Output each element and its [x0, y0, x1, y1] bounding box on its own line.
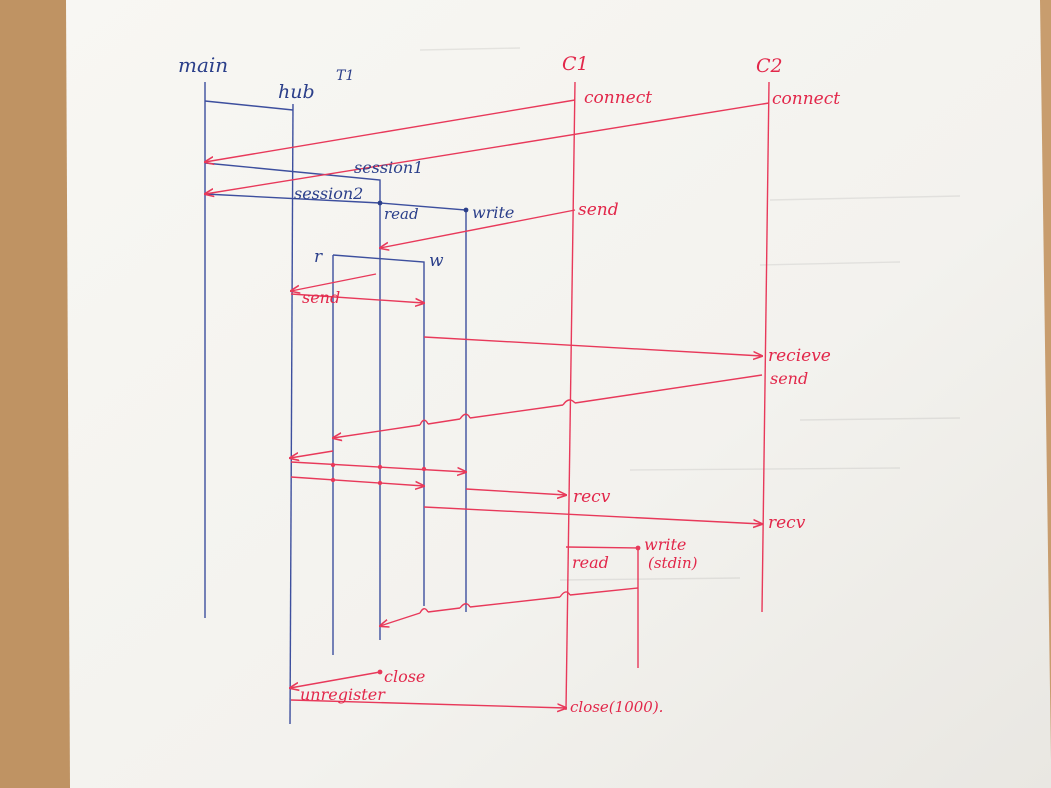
arrow-hub-fanout-2 [290, 476, 424, 486]
r-label: r [314, 247, 323, 267]
stdin-label: (stdin) [648, 554, 698, 572]
server-lifelines [204, 82, 467, 725]
write-label: write [472, 203, 514, 222]
arrow-send-c1 [380, 209, 576, 248]
hub-note-label: T1 [336, 68, 354, 84]
arrow-stdin-write [380, 587, 639, 626]
send-hub-label: send [302, 288, 340, 307]
recieve-label: recieve [768, 346, 831, 366]
session2-label: session2 [294, 184, 363, 203]
connect-c2-label: connect [772, 89, 840, 109]
arrow-hub-to-w [290, 293, 424, 303]
arrow-recv-c1 [465, 488, 566, 495]
unregister-label: unregister [300, 685, 386, 704]
connect-c1-label: connect [584, 88, 652, 108]
w-label: w [429, 251, 444, 271]
message-arrows [205, 99, 770, 708]
session1-bar [204, 162, 381, 640]
send-c1-label: send [578, 200, 619, 220]
arrow-send-c2 [333, 374, 763, 438]
arrow-recv-c2 [423, 506, 762, 524]
c2-label: C2 [756, 55, 783, 77]
arrow-to-hub-2 [290, 450, 334, 458]
close-1000-label: close(1000). [570, 698, 663, 716]
arrow-unregister [290, 671, 381, 688]
arrow-connect-c1 [205, 99, 576, 162]
main-label: main [178, 53, 228, 77]
send-c2-label: send [770, 369, 808, 388]
recv-c2-label: recv [768, 513, 806, 533]
session2-bar [204, 193, 467, 612]
arrow-send-to-hub [291, 273, 377, 291]
crossing-hops [419, 399, 576, 614]
write-stdin-label: write [644, 535, 686, 554]
paper-sheet [66, 0, 1051, 788]
c1-lifeline [565, 81, 576, 711]
recv-c1-label: recv [573, 487, 611, 507]
r-w-bar [332, 254, 425, 606]
arrow-close-1000 [290, 699, 566, 708]
blue-dots [377, 200, 469, 213]
close-label: close [384, 667, 425, 686]
arrow-connect-c2 [205, 102, 770, 194]
paper-bleed-through [419, 47, 961, 581]
arrow-recieve-c2 [423, 336, 762, 356]
desk-wood-shade [0, 0, 70, 788]
c1-label: C1 [562, 53, 589, 75]
junction-dots [330, 462, 641, 675]
read-c1-label: read [572, 553, 609, 572]
read-label: read [384, 205, 419, 223]
hub-lifeline [289, 103, 294, 725]
hub-label: hub [278, 81, 315, 103]
session1-label: session1 [354, 158, 423, 177]
main-hub-bar [204, 100, 294, 111]
